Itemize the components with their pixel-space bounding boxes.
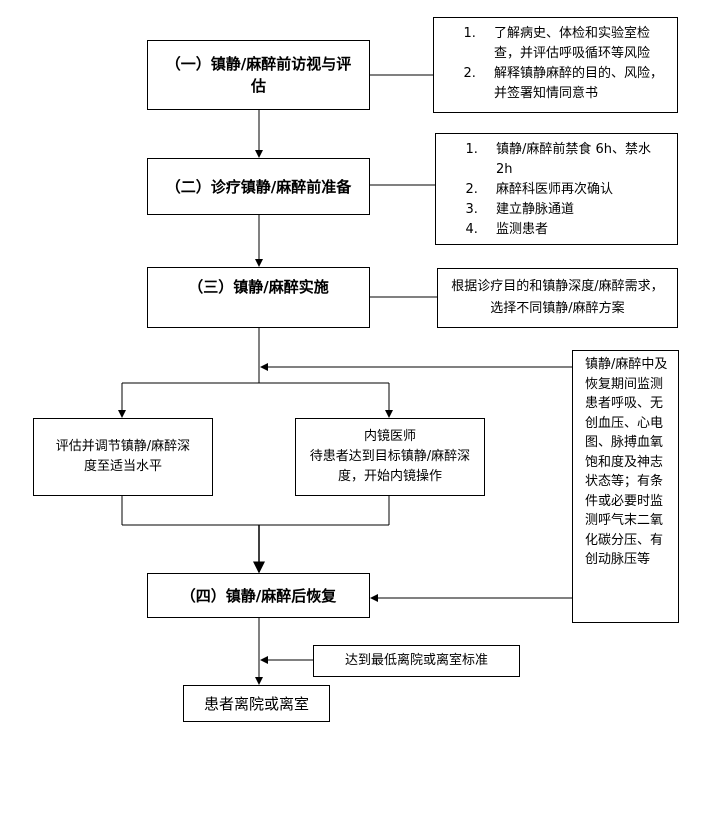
- step-3-box: （三）镇静/麻醉实施: [147, 267, 370, 328]
- note-item: 监测患者: [482, 220, 667, 240]
- monitoring-note: 镇静/麻醉中及恢复期间监测患者呼吸、无创血压、心电图、脉搏血氧饱和度及神志状态等…: [572, 350, 679, 623]
- step-1-box: （一）镇静/麻醉前访视与评估: [147, 40, 370, 110]
- discharge-criteria-note: 达到最低离院或离室标准: [313, 645, 520, 677]
- note-item: 了解病史、体检和实验室检查，并评估呼吸循环等风险: [480, 24, 667, 64]
- note-item: 镇静/麻醉前禁食 6h、禁水 2h: [482, 140, 667, 180]
- note-item: 麻醉科医师再次确认: [482, 180, 667, 200]
- step-3-note: 根据诊疗目的和镇静深度/麻醉需求，选择不同镇静/麻醉方案: [437, 268, 678, 328]
- endoscopist-box: 内镜医师 待患者达到目标镇静/麻醉深度，开始内镜操作: [295, 418, 485, 496]
- step-1-notes: 了解病史、体检和实验室检查，并评估呼吸循环等风险解释镇静麻醉的目的、风险，并签署…: [433, 17, 678, 113]
- note-item: 建立静脉通道: [482, 200, 667, 220]
- endoscopist-title: 内镜医师: [363, 429, 416, 444]
- step-2-box: （二）诊疗镇静/麻醉前准备: [147, 158, 370, 215]
- step-4-box: （四）镇静/麻醉后恢复: [147, 573, 370, 618]
- step-2-notes: 镇静/麻醉前禁食 6h、禁水 2h麻醉科医师再次确认建立静脉通道监测患者: [435, 133, 678, 245]
- adjust-depth-box: 评估并调节镇静/麻醉深度至适当水平: [33, 418, 213, 496]
- final-box: 患者离院或离室: [183, 685, 330, 722]
- endoscopist-body: 待患者达到目标镇静/麻醉深度，开始内镜操作: [309, 449, 471, 484]
- note-item: 解释镇静麻醉的目的、风险，并签署知情同意书: [480, 64, 667, 104]
